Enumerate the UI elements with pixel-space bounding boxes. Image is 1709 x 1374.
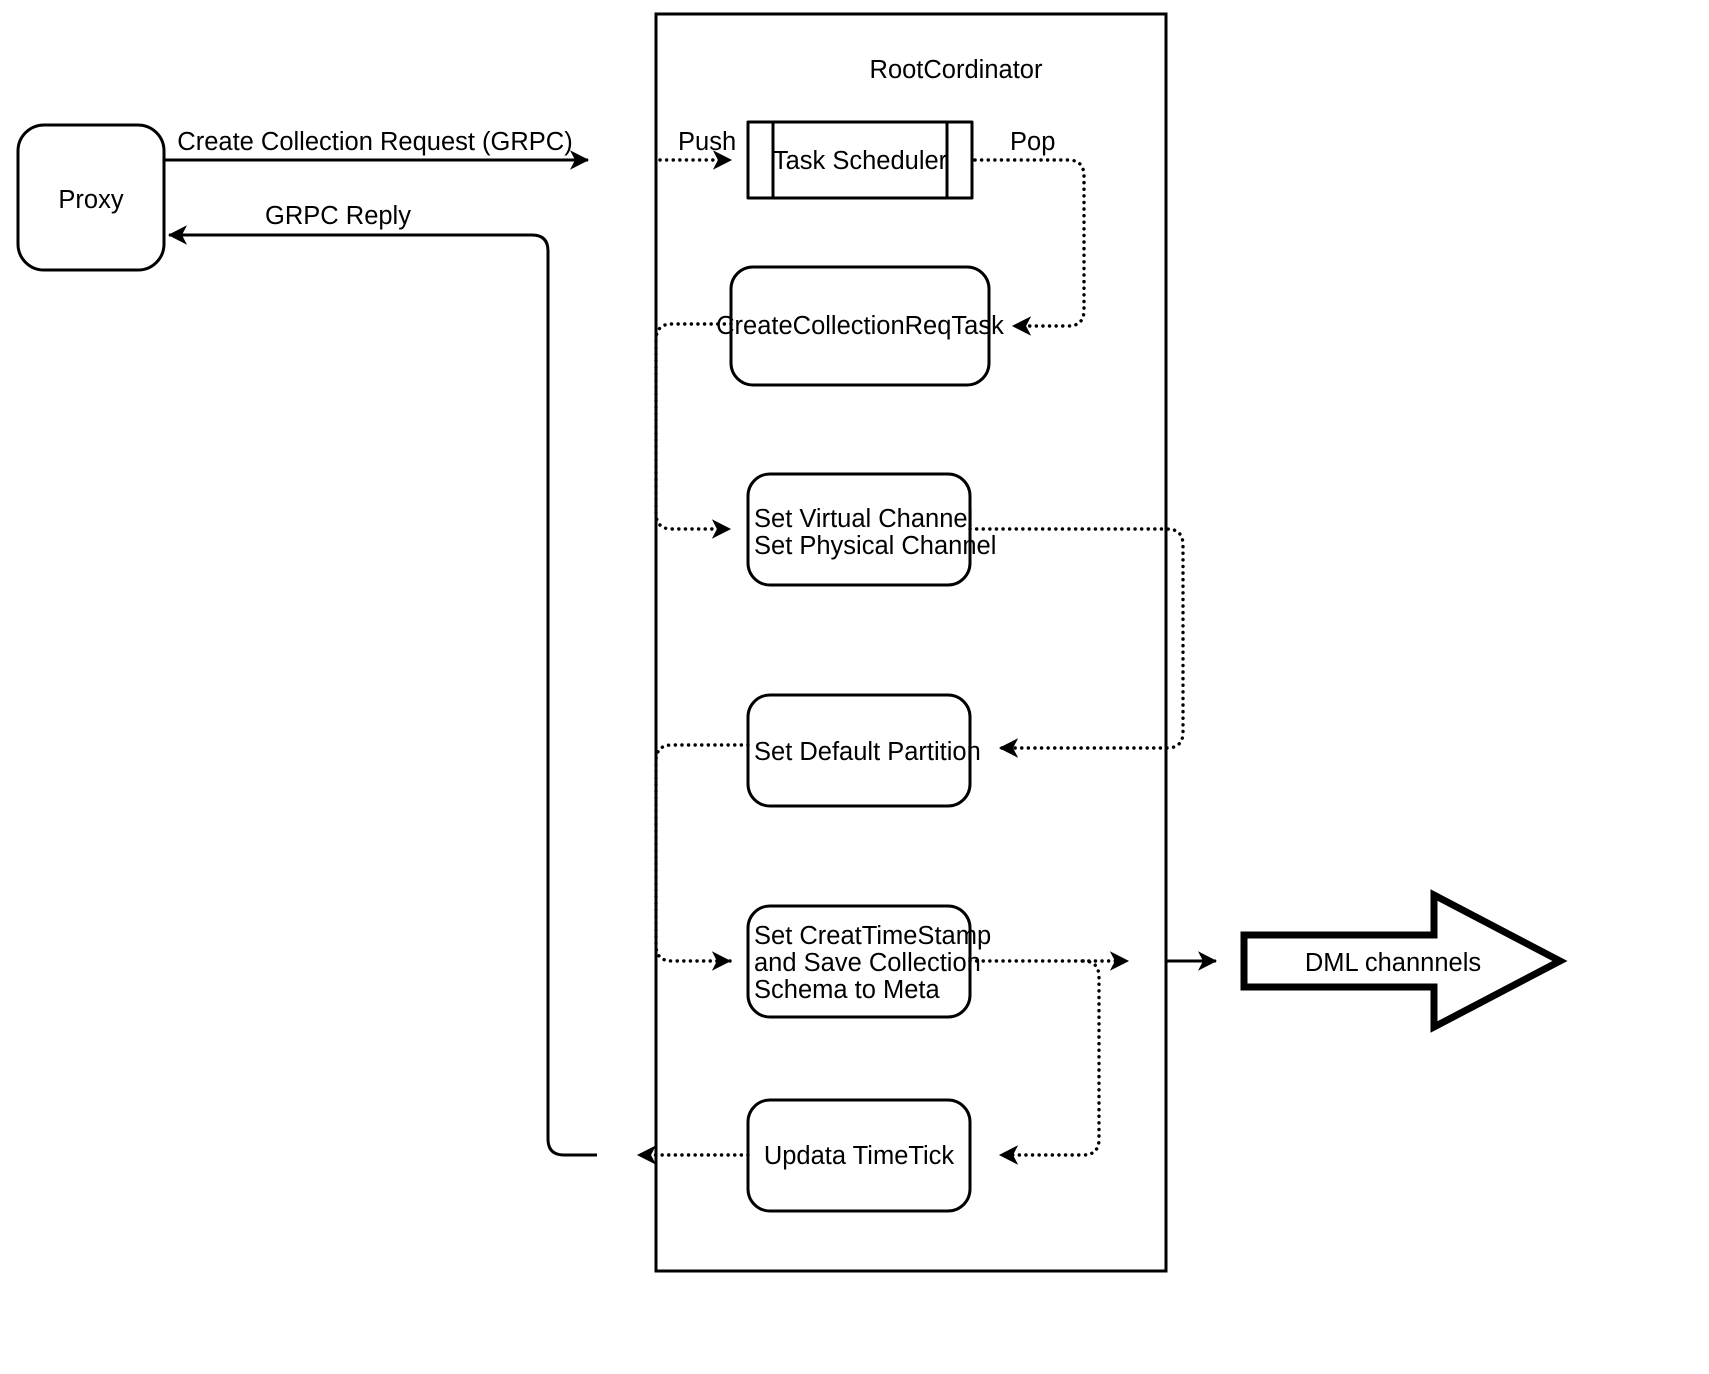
edge-set-channels-to-default-partition	[968, 527, 1185, 758]
set-default-partition-label: Set Default Partition	[754, 738, 981, 766]
edge-timestamp-to-timetick-line	[998, 959, 1101, 1165]
edge-grpc-reply: GRPC Reply	[167, 202, 750, 1165]
create-collection-req-task-label: CreateCollectionReqTask	[716, 312, 1004, 340]
edge-default-partition-to-timestamp-line	[654, 743, 750, 971]
dml-channels-arrow-shape[interactable]	[1240, 889, 1568, 1033]
rootcordinator-label: RootCordinator	[870, 56, 1043, 84]
node-update-timetick[interactable]: Updata TimeTick	[746, 1098, 972, 1213]
edge-grpc-reply-label: GRPC Reply	[265, 202, 411, 230]
node-task-scheduler[interactable]: Task Scheduler	[746, 120, 974, 200]
edge-push: Push	[658, 128, 736, 170]
create-collection-req-task-box[interactable]	[729, 265, 991, 387]
node-set-create-timestamp[interactable]: Set CreatTimeStamp and Save Collection S…	[746, 904, 991, 1019]
task-scheduler-box[interactable]	[746, 120, 974, 200]
set-create-timestamp-label-line1: Set CreatTimeStamp	[754, 922, 991, 950]
rootcordinator-border	[654, 12, 1168, 1273]
edge-default-partition-to-timestamp	[654, 743, 750, 971]
edge-create-collection-request-label: Create Collection Request (GRPC)	[177, 128, 572, 156]
node-create-collection-req-task[interactable]: CreateCollectionReqTask	[716, 265, 1004, 387]
task-scheduler-label: Task Scheduler	[773, 147, 948, 175]
dml-channels-label: DML channnels	[1305, 949, 1481, 977]
edge-set-channels-to-default-partition-line	[968, 527, 1185, 758]
edge-create-collection-request: Create Collection Request (GRPC)	[164, 128, 590, 170]
set-channels-label-line1: Set Virtual Channel	[754, 505, 973, 533]
edge-task-to-set-channels	[654, 322, 733, 539]
set-create-timestamp-label-line3: Schema to Meta	[754, 976, 940, 1004]
edge-pop-line	[973, 158, 1086, 336]
node-dml-channels[interactable]: DML channnels	[1240, 889, 1568, 1033]
proxy-box[interactable]	[16, 123, 166, 272]
edge-timestamp-to-timetick	[998, 959, 1101, 1165]
update-timetick-label: Updata TimeTick	[764, 1142, 955, 1170]
proxy-label: Proxy	[58, 186, 123, 214]
edge-pop-label: Pop	[1010, 128, 1055, 156]
rootcordinator-container: RootCordinator	[654, 12, 1168, 1273]
edge-push-label: Push	[678, 128, 736, 156]
set-default-partition-box[interactable]	[746, 693, 972, 808]
edge-task-to-set-channels-line	[654, 322, 733, 539]
node-proxy[interactable]: Proxy	[16, 123, 166, 272]
set-create-timestamp-label-line2: and Save Collection	[754, 949, 981, 977]
edge-grpc-reply-solid	[167, 225, 597, 1157]
edge-pop: Pop	[973, 128, 1086, 336]
node-set-channels[interactable]: Set Virtual Channel Set Physical Channel	[746, 472, 996, 587]
set-channels-label-line2: Set Physical Channel	[754, 532, 996, 560]
node-set-default-partition[interactable]: Set Default Partition	[746, 693, 981, 808]
